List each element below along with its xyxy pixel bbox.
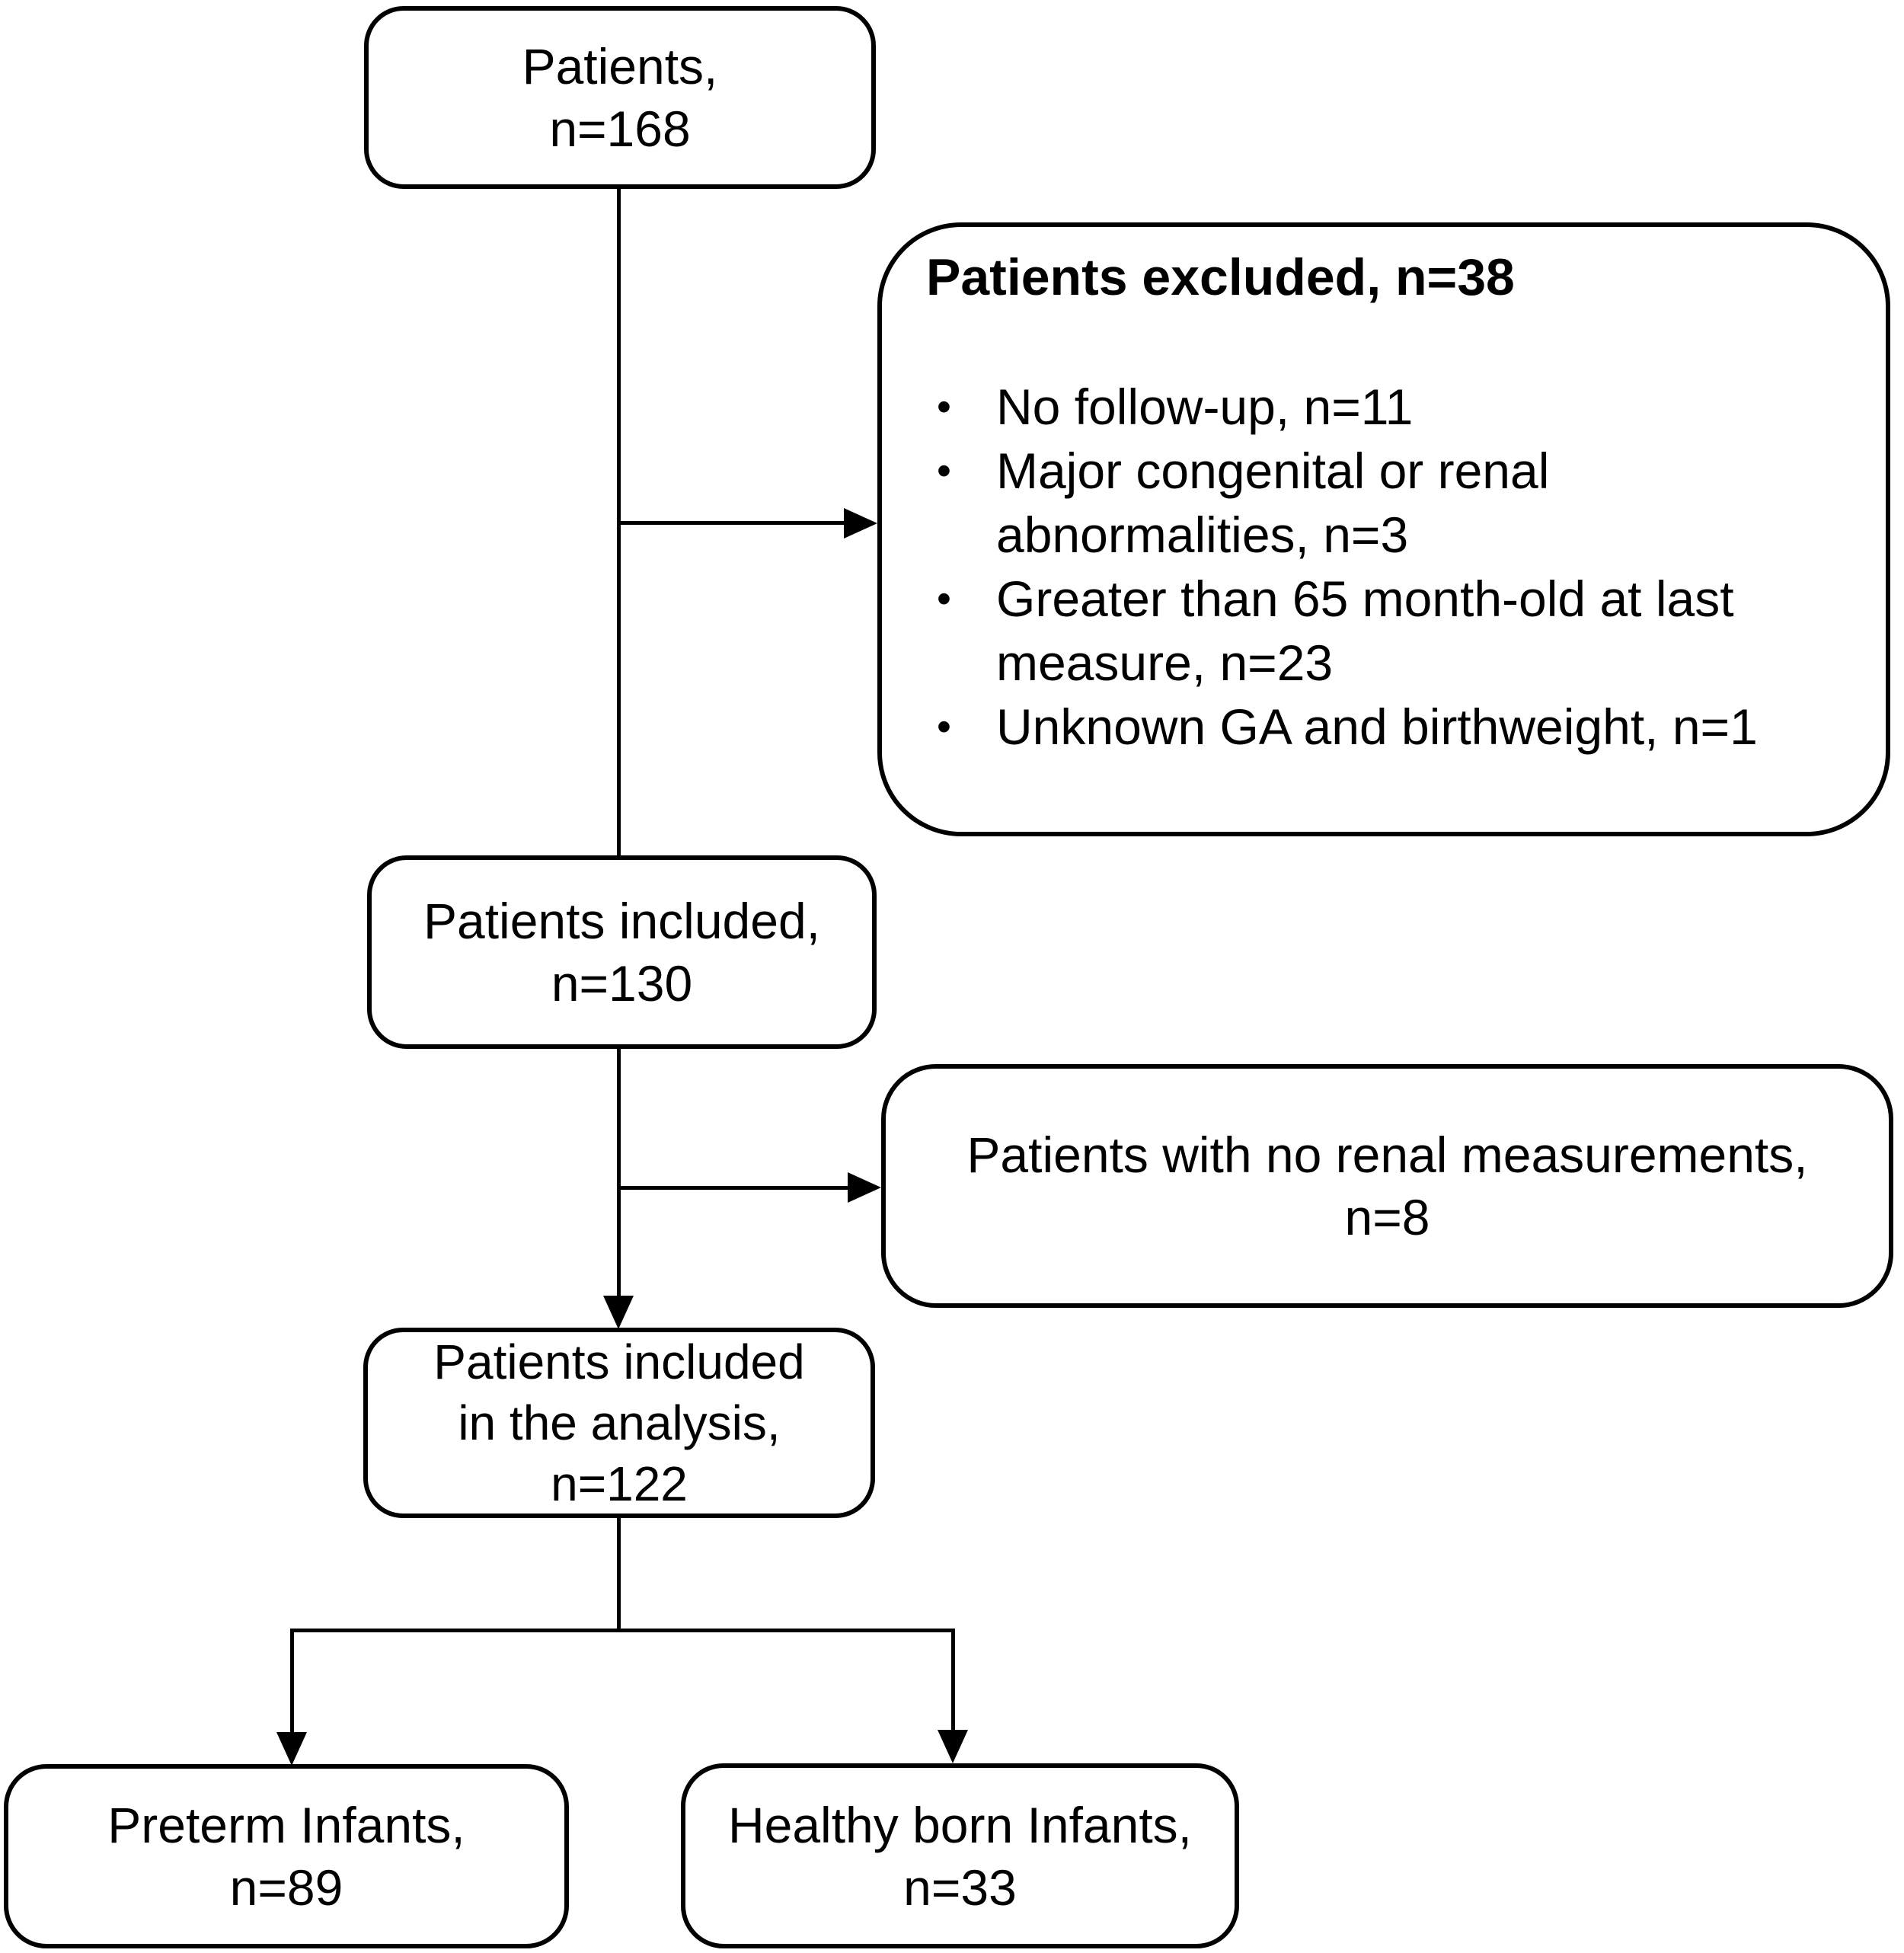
node-patients-box: Patients, n=168 (364, 6, 876, 189)
excluded-bullet-text-4: Unknown GA and birthweight, n=1 (996, 698, 1758, 755)
excluded-bullet-text-1: No follow-up, n=11 (996, 379, 1414, 435)
trunk-line-analysis-to-split (617, 1514, 621, 1632)
node-excluded-title: Patients excluded, n=38 (926, 248, 1515, 306)
drop-line-to-healthy (951, 1629, 955, 1732)
excluded-bullet-item: • Unknown GA and birthweight, n=1 (926, 695, 1843, 759)
node-included-box: Patients included, n=130 (367, 855, 877, 1049)
split-bar-line (290, 1629, 955, 1632)
excluded-bullet-text-2: Major congenital or renal abnormalities,… (996, 443, 1550, 563)
excluded-bullet-item: • No follow-up, n=11 (926, 375, 1843, 439)
bullet-dot-icon: • (937, 384, 951, 430)
node-healthy-line-2: n=33 (903, 1859, 1017, 1916)
arrowhead-into-healthy-icon (938, 1730, 968, 1763)
excluded-bullet-text-3: Greater than 65 month-old at last measur… (996, 571, 1734, 691)
node-preterm-box: Preterm Infants, n=89 (4, 1764, 569, 1948)
trunk-line-included-to-analysis (617, 1047, 621, 1302)
node-analysis-box: Patients included in the analysis, n=122 (363, 1328, 875, 1518)
excluded-bullet-item: • Greater than 65 month-old at last meas… (926, 567, 1843, 695)
arrowhead-into-excluded-icon (844, 508, 877, 539)
bullet-dot-icon: • (937, 576, 951, 622)
node-no-renal-line-1: Patients with no renal measurements, (966, 1127, 1808, 1183)
arrowhead-into-no-renal-icon (848, 1172, 881, 1203)
node-analysis-line-1: Patients included (433, 1334, 805, 1389)
node-preterm-line-2: n=89 (229, 1859, 343, 1916)
drop-line-to-preterm (290, 1629, 294, 1735)
node-included-line-1: Patients included, (423, 893, 820, 949)
node-patients-line-1: Patients, (522, 38, 718, 94)
bullet-dot-icon: • (937, 448, 951, 494)
arrowhead-into-preterm-icon (276, 1732, 307, 1766)
arrowhead-into-analysis-icon (603, 1296, 634, 1329)
excluded-title-spacer (926, 309, 1843, 375)
node-healthy-line-1: Healthy born Infants, (727, 1796, 1193, 1853)
node-no-renal-box: Patients with no renal measurements, n=8 (881, 1064, 1893, 1308)
node-analysis-line-2: in the analysis, (458, 1395, 781, 1450)
bullet-dot-icon: • (937, 704, 951, 750)
excluded-bullet-item: • Major congenital or renal abnormalitie… (926, 439, 1843, 567)
node-included-line-2: n=130 (551, 955, 693, 1012)
node-healthy-box: Healthy born Infants, n=33 (681, 1763, 1239, 1948)
branch-line-to-excluded (618, 521, 847, 525)
branch-line-to-no-renal (618, 1186, 848, 1190)
node-analysis-line-3: n=122 (551, 1456, 688, 1511)
node-excluded-box: Patients excluded, n=38 • No follow-up, … (877, 222, 1890, 836)
node-preterm-line-1: Preterm Infants, (107, 1797, 465, 1853)
node-patients-line-2: n=168 (549, 101, 691, 157)
node-no-renal-line-2: n=8 (1344, 1189, 1430, 1245)
